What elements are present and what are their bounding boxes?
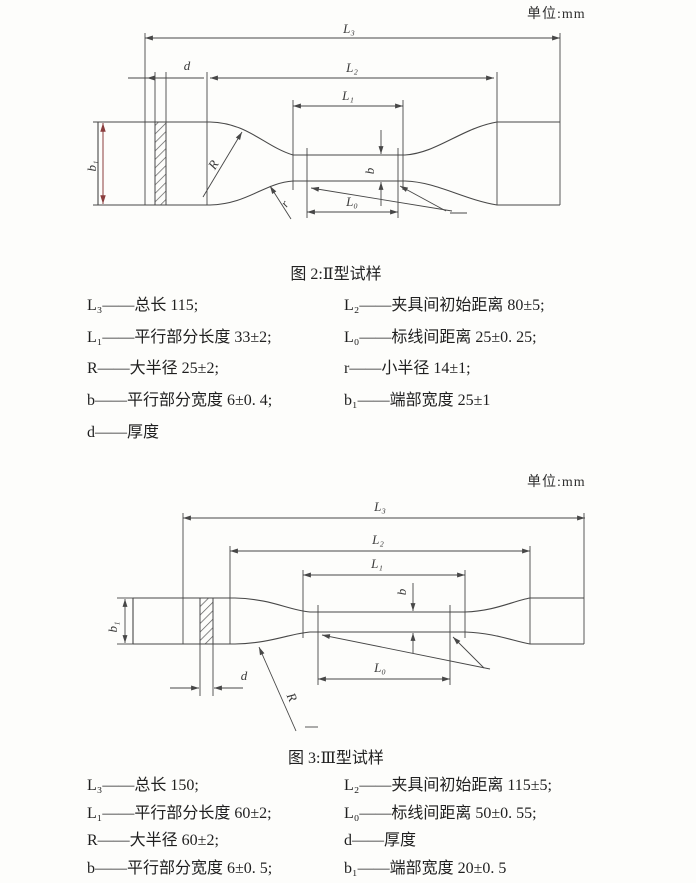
legend-item: d——厚度 (87, 423, 160, 441)
fig3-label-L3: L₃ (373, 499, 386, 514)
legend-item: b——平行部分宽度 6±0. 5; (87, 860, 273, 878)
fig3-label-b: b (394, 588, 409, 595)
legend-item: r——小半径 14±1; (344, 360, 471, 378)
legend-item: R——大半径 25±2; (87, 360, 219, 378)
fig2-legend-right-column: L₂——夹具间初始距离 80±5; L₀——标线间距离 25±0. 25; r—… (344, 290, 545, 417)
fig3-label-L1: L₁ (370, 556, 383, 571)
fig2-label-b: b (362, 167, 377, 174)
fig3-specimen-outline (133, 598, 584, 644)
fig2-label-L3: L₃ (342, 21, 355, 36)
fig2-extension-lines (93, 33, 560, 218)
fig2-section-strip (155, 72, 166, 205)
fig2-specimen-outline (98, 122, 560, 205)
fig2-label-d: d (184, 58, 191, 73)
fig3-label-b1: b₁ (105, 621, 120, 632)
legend-item: L₃——总长 150; (87, 777, 199, 794)
fig2-label-L2: L₂ (345, 60, 358, 75)
legend-item: L₀——标线间距离 25±0. 25; (344, 328, 537, 346)
legend-item: L₂——夹具间初始距离 115±5; (344, 777, 552, 794)
fig3-legend-right-column: L₂——夹具间初始距离 115±5; L₀——标线间距离 50±0. 55; d… (344, 772, 552, 883)
fig2-caption: 图 2:Ⅱ型试样 (290, 266, 382, 283)
fig3-dim-labels: L₃ L₂ L₁ L₀ d b b₁ R (105, 499, 409, 704)
fig3-label-L0: L₀ (373, 660, 386, 675)
fig2-label-b1: b₁ (84, 160, 99, 171)
fig3-extension-lines (117, 513, 584, 685)
legend-item: b₁——端部宽度 20±0. 5 (344, 860, 507, 878)
fig3-label-R: R (283, 689, 300, 703)
fig3-dimension-lines (122, 515, 585, 731)
legend-item: L₁——平行部分长度 60±2; (87, 804, 272, 822)
legend-item: L₁——平行部分长度 33±2; (87, 328, 272, 346)
fig3-section-strip (200, 598, 213, 696)
legend-item: b——平行部分宽度 6±0. 4; (87, 392, 273, 410)
fig2-legend-left-column: L₃——总长 115; L₁——平行部分长度 33±2; R——大半径 25±2… (87, 290, 272, 448)
fig3-legend-left-column: L₃——总长 150; L₁——平行部分长度 60±2; R——大半径 60±2… (87, 772, 272, 883)
legend-item: L₃——总长 115; (87, 297, 199, 314)
fig2-label-L1: L₁ (341, 88, 354, 103)
fig2-label-L0: L₀ (345, 194, 358, 209)
fig3-label-d: d (241, 668, 248, 683)
fig3-label-L2: L₂ (371, 532, 384, 547)
legend-item: L₂——夹具间初始距离 80±5; (344, 297, 545, 314)
legend-item: d——厚度 (344, 832, 417, 850)
legend-item: R——大半径 60±2; (87, 832, 219, 850)
fig2-unit-label: 单位:mm (527, 7, 586, 22)
fig2-label-r: r (278, 198, 292, 210)
fig2-dimension-lines (128, 35, 560, 219)
fig3-unit-label: 单位:mm (527, 475, 586, 490)
fig3-caption: 图 3:Ⅲ型试样 (288, 750, 384, 767)
legend-item: b₁——端部宽度 25±1 (344, 392, 491, 410)
legend-item: L₀——标线间距离 50±0. 55; (344, 804, 537, 822)
